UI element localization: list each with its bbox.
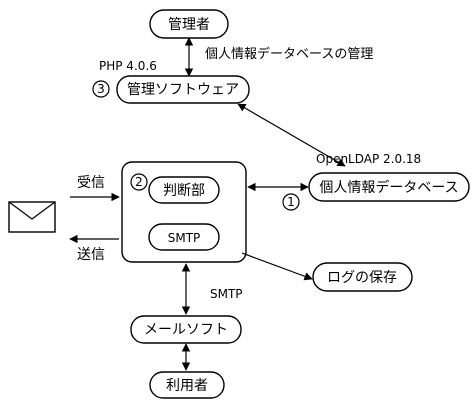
db-number: 1	[287, 195, 295, 209]
user-node	[149, 371, 225, 399]
server-number-circle	[130, 173, 148, 191]
mail-software-node	[130, 315, 242, 344]
judge-unit-node	[148, 176, 220, 204]
mgmt-number-circle	[92, 80, 110, 98]
log-save-label: ログの保存	[327, 270, 397, 286]
personal-db-node	[308, 172, 470, 202]
mail-software-label: メールソフト	[144, 322, 228, 338]
php-version-label: PHP 4.0.6	[99, 59, 157, 73]
smtp-connector-label: SMTP	[210, 287, 243, 301]
personal-db-label: 個人情報データベース	[319, 179, 458, 196]
server-number: 2	[135, 175, 143, 189]
send-label: 送信	[77, 247, 105, 263]
log-save-node	[312, 262, 413, 292]
smtp-unit-label: SMTP	[168, 231, 201, 245]
receive-label: 受信	[77, 175, 105, 191]
judge-unit-label: 判断部	[163, 183, 205, 199]
mgmt-software-label: 管理ソフトウェア	[127, 82, 239, 98]
mgmt-to-db-connector	[237, 103, 346, 167]
server-to-log-connector	[241, 252, 313, 281]
db-number-circle	[282, 193, 300, 211]
envelope-icon	[8, 201, 56, 233]
smtp-unit-node	[148, 223, 220, 251]
mgmt-software-node	[116, 75, 250, 104]
openldap-version-label: OpenLDAP 2.0.18	[316, 152, 421, 166]
admin-label: 管理者	[168, 17, 210, 33]
mgmt-number: 3	[97, 82, 105, 96]
admin-task-label: 個人情報データベースの管理	[205, 46, 373, 62]
user-label: 利用者	[166, 378, 208, 394]
